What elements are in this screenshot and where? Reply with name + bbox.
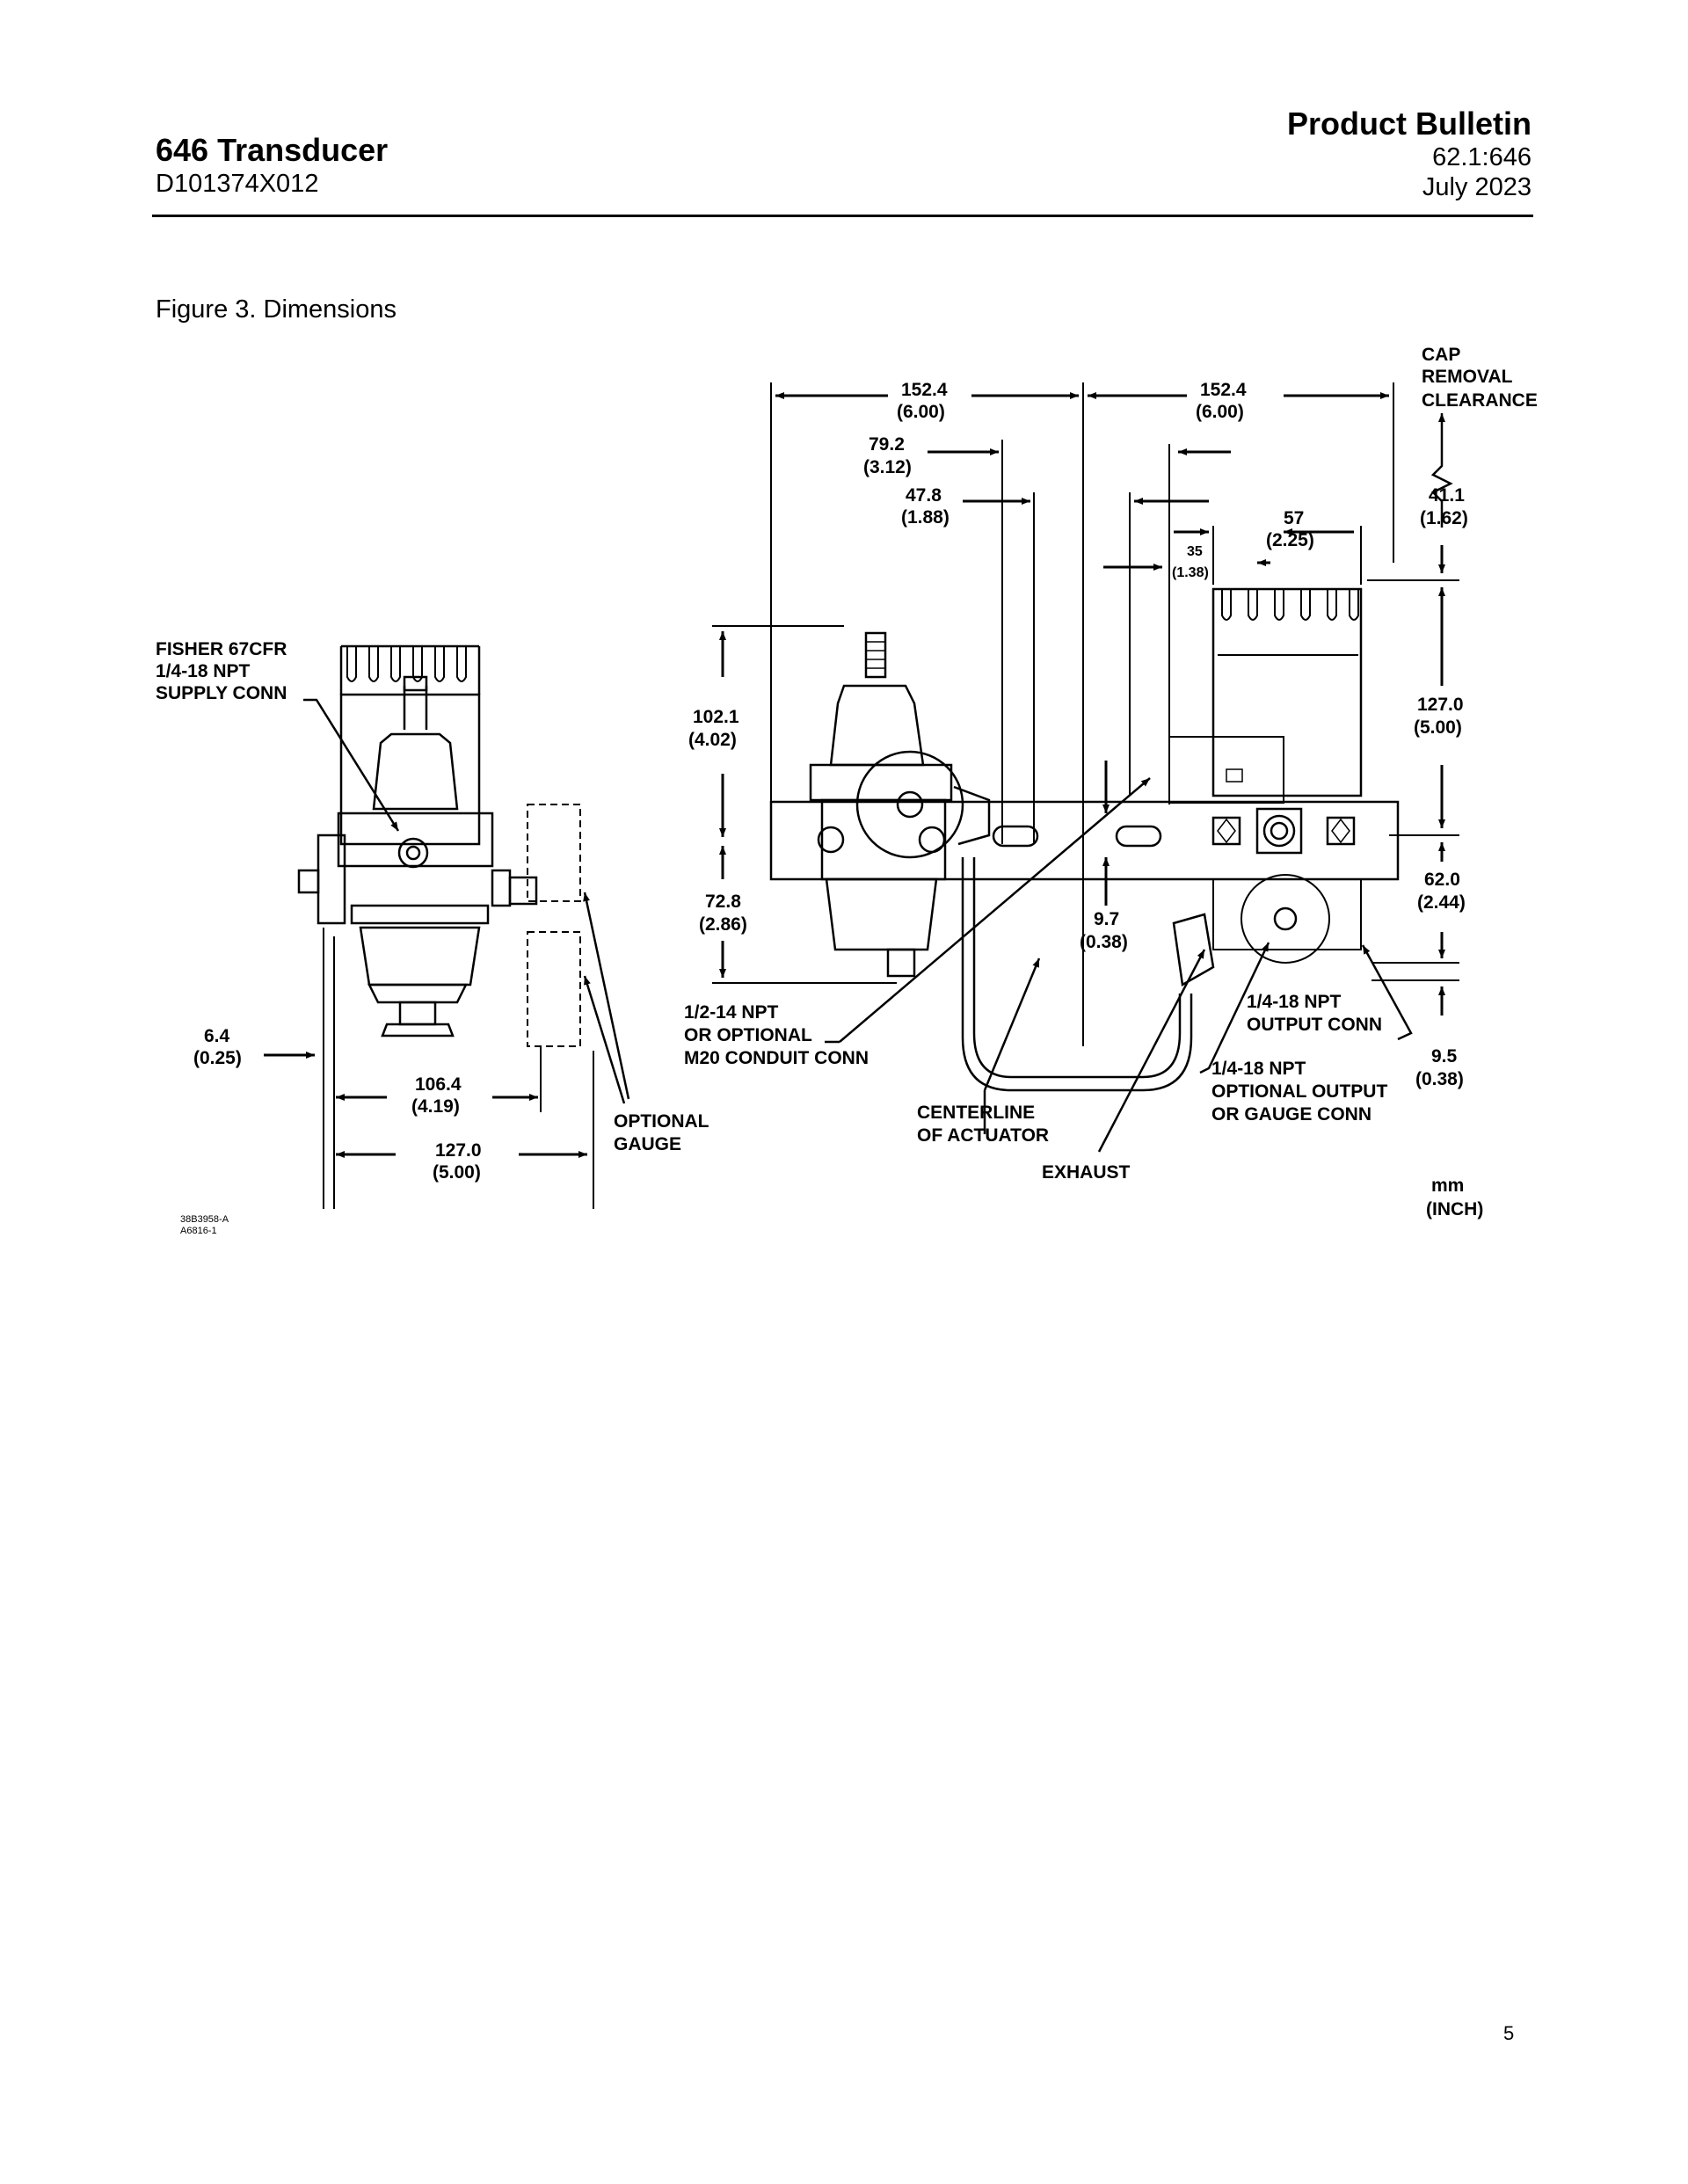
dim-41-1-mm: 41.1	[1429, 485, 1465, 506]
centerline-label-1: CENTERLINE	[917, 1103, 1035, 1123]
output-conn-label-2: OUTPUT CONN	[1247, 1015, 1382, 1035]
units-label-mm: mm	[1431, 1176, 1464, 1196]
dim-106-4-mm: 106.4	[415, 1074, 462, 1095]
dim-62-0-mm: 62.0	[1424, 870, 1460, 890]
dim-35-mm: 35	[1187, 544, 1203, 559]
dim-9-5-in: (0.38)	[1415, 1069, 1464, 1089]
dim-57-mm: 57	[1284, 508, 1304, 528]
dim-47-8-mm: 47.8	[906, 485, 942, 506]
dim-152-4-left-in: (6.00)	[897, 402, 945, 422]
units-label-inch: (INCH)	[1426, 1199, 1483, 1219]
dim-152-4-left-mm: 152.4	[901, 380, 948, 400]
optional-gauge-label-2: GAUGE	[614, 1134, 681, 1154]
optional-gauge-label-1: OPTIONAL	[614, 1111, 709, 1132]
dim-9-5-mm: 9.5	[1431, 1046, 1458, 1067]
opt-output-label-2: OPTIONAL OUTPUT	[1211, 1081, 1387, 1102]
figure-caption: Figure 3. Dimensions	[156, 295, 397, 324]
cap-removal-label-2: REMOVAL	[1422, 367, 1513, 387]
dim-102-1-mm: 102.1	[693, 707, 739, 727]
dim-127-0-side-in: (5.00)	[433, 1162, 481, 1183]
supply-conn-label-1: FISHER 67CFR	[156, 639, 287, 659]
dim-102-1-in: (4.02)	[688, 730, 737, 750]
dim-72-8-mm: 72.8	[705, 892, 741, 912]
dim-72-8-in: (2.86)	[699, 914, 747, 935]
conduit-label-2: OR OPTIONAL	[684, 1025, 812, 1045]
dim-127-0-right-mm: 127.0	[1417, 695, 1464, 715]
front-view	[712, 382, 1459, 1153]
bulletin-label: Product Bulletin	[1287, 106, 1532, 142]
dim-127-0-side-mm: 127.0	[435, 1140, 482, 1161]
header-left: 646 Transducer D101374X012	[156, 132, 388, 199]
dim-47-8-in: (1.88)	[901, 507, 950, 528]
dim-152-4-right-mm: 152.4	[1200, 380, 1247, 400]
dim-9-7-mm: 9.7	[1094, 909, 1119, 929]
product-title: 646 Transducer	[156, 132, 389, 168]
centerline-label-2: OF ACTUATOR	[917, 1125, 1049, 1146]
exhaust-label: EXHAUST	[1042, 1162, 1131, 1183]
bulletin-number: 62.1:646	[1432, 143, 1532, 171]
output-conn-label-1: 1/4-18 NPT	[1247, 992, 1342, 1012]
dim-79-2-mm: 79.2	[869, 434, 905, 455]
opt-output-label-1: 1/4-18 NPT	[1211, 1059, 1306, 1079]
drawing-ref-1: 38B3958-A	[180, 1214, 229, 1225]
conduit-label-3: M20 CONDUIT CONN	[684, 1048, 869, 1068]
dim-79-2-in: (3.12)	[863, 457, 912, 477]
drawing-ref-2: A6816-1	[180, 1226, 217, 1236]
header-rule	[152, 215, 1533, 217]
cap-removal-label-1: CAP	[1422, 345, 1460, 365]
dim-9-7-in: (0.38)	[1080, 932, 1128, 952]
dim-152-4-right-in: (6.00)	[1196, 402, 1244, 422]
bulletin-date: July 2023	[1422, 173, 1532, 201]
dim-35-in: (1.38)	[1172, 565, 1209, 580]
doc-number: D101374X012	[156, 170, 319, 198]
supply-conn-label-3: SUPPLY CONN	[156, 683, 287, 703]
dim-106-4-in: (4.19)	[411, 1096, 460, 1117]
dim-127-0-right-in: (5.00)	[1414, 717, 1462, 738]
cap-removal-label-3: CLEARANCE	[1422, 390, 1538, 411]
conduit-label-1: 1/2-14 NPT	[684, 1002, 779, 1023]
supply-conn-label-2: 1/4-18 NPT	[156, 661, 251, 681]
dim-6-4-in: (0.25)	[193, 1048, 242, 1068]
opt-output-label-3: OR GAUGE CONN	[1211, 1104, 1372, 1125]
header-right: Product Bulletin 62.1:646 July 2023	[1287, 106, 1532, 202]
dim-57-in: (2.25)	[1266, 530, 1314, 550]
dim-41-1-in: (1.62)	[1420, 508, 1468, 528]
dim-6-4-mm: 6.4	[204, 1026, 230, 1046]
side-view	[264, 644, 630, 1209]
dim-62-0-in: (2.44)	[1417, 892, 1466, 913]
page-number: 5	[1503, 2022, 1515, 2044]
